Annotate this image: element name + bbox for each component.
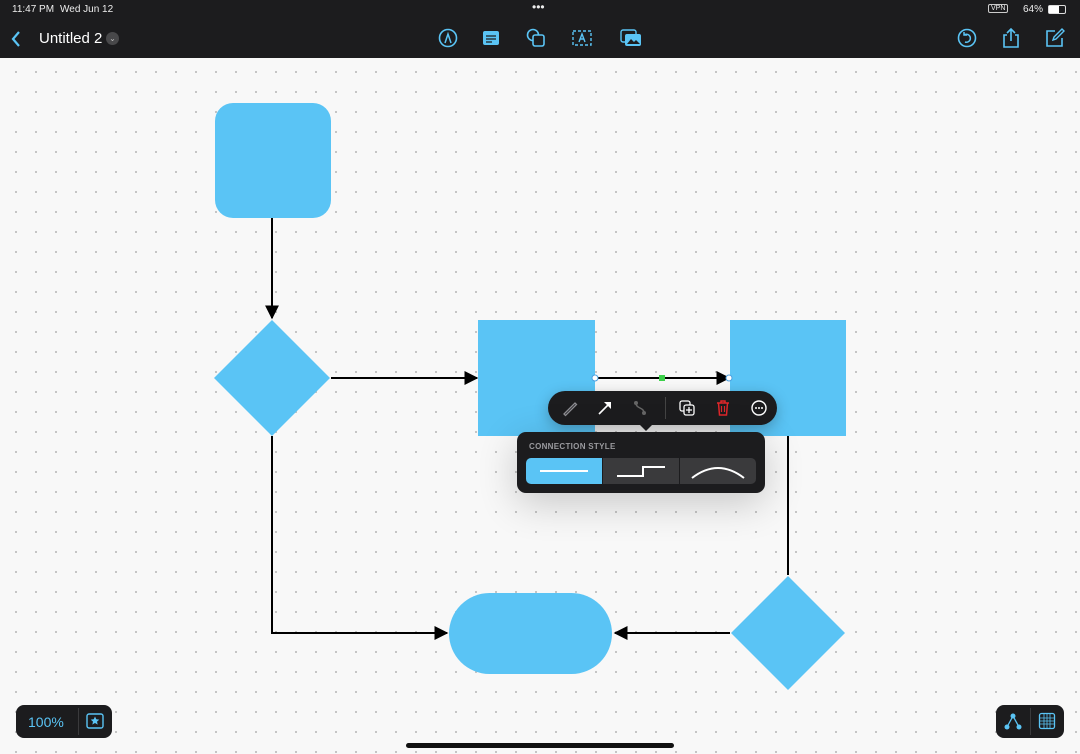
grid-icon[interactable] <box>1038 712 1056 735</box>
connection-style-label: CONNECTION STYLE <box>529 442 616 451</box>
zoom-level[interactable]: 100% <box>28 714 64 730</box>
document-title[interactable]: Untitled 2 <box>39 30 103 47</box>
diamond-shape[interactable] <box>214 320 330 436</box>
diamond-shape[interactable] <box>731 576 845 690</box>
back-icon[interactable] <box>6 28 28 50</box>
delete-icon[interactable] <box>713 398 733 418</box>
undo-icon[interactable] <box>956 27 978 49</box>
diagram-mode-icon[interactable] <box>1003 712 1023 737</box>
style-icon[interactable] <box>560 398 580 418</box>
share-icon[interactable] <box>1000 27 1022 49</box>
more-icon[interactable] <box>749 398 769 418</box>
connector[interactable] <box>271 436 449 640</box>
top-bar: 11:47 PM Wed Jun 12 ••• VPN 64% Untitled… <box>0 0 1080 58</box>
home-indicator[interactable] <box>406 743 674 748</box>
title-chevron-down-icon[interactable]: ⌄ <box>106 32 119 45</box>
stadium-shape[interactable] <box>449 593 612 674</box>
vpn-badge: VPN <box>988 4 1009 13</box>
duplicate-icon[interactable] <box>677 398 697 418</box>
status-date: Wed Jun 12 <box>60 4 114 15</box>
divider <box>78 708 79 735</box>
connection-style-panel: CONNECTION STYLE <box>517 432 765 493</box>
status-time: 11:47 PM <box>12 4 55 15</box>
view-controls <box>996 705 1064 738</box>
shapes-icon[interactable] <box>525 27 547 49</box>
divider <box>665 397 666 419</box>
text-box-icon[interactable] <box>480 27 502 49</box>
text-icon[interactable] <box>571 27 593 49</box>
style-curved-option[interactable] <box>680 458 756 484</box>
multitask-dots[interactable]: ••• <box>532 0 545 14</box>
rounded-rect-shape[interactable] <box>215 103 331 218</box>
media-icon[interactable] <box>620 27 642 49</box>
battery-icon <box>1048 5 1066 14</box>
divider <box>1030 708 1031 735</box>
connection-icon[interactable] <box>630 398 650 418</box>
popover-arrow <box>639 424 653 431</box>
favorites-icon[interactable] <box>86 712 104 735</box>
connector-toolbar <box>548 391 777 425</box>
style-straight-option[interactable] <box>526 458 602 484</box>
pen-icon[interactable] <box>437 27 459 49</box>
style-elbow-option[interactable] <box>603 458 679 484</box>
arrowhead-icon[interactable] <box>595 398 615 418</box>
battery-level: 64% <box>1023 4 1044 15</box>
edit-icon[interactable] <box>1044 27 1066 49</box>
zoom-controls: 100% <box>16 705 112 738</box>
connector-start-handle[interactable] <box>591 374 599 382</box>
connector-end-handle[interactable] <box>725 374 733 382</box>
connector-midpoint-handle[interactable] <box>659 375 665 381</box>
